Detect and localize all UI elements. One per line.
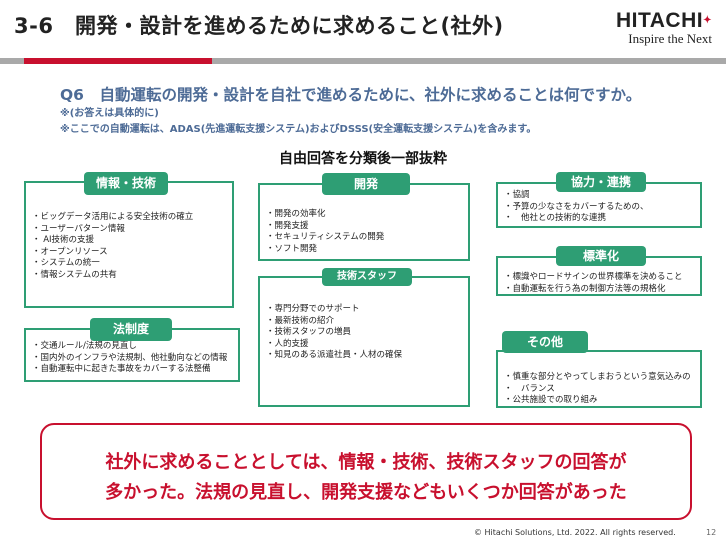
list-item: 情報システムの共有: [32, 270, 193, 282]
list-item: 最新技術の紹介: [266, 316, 402, 328]
other-continuation: バランス: [521, 383, 555, 394]
dev-list: 開発の効率化 開発支援 セキュリティシステムの開発 ソフト開発: [266, 209, 385, 256]
category-tag-coop: 協力・連携: [556, 172, 646, 192]
hitachi-logo: HITACHI✦ Inspire the Next: [616, 10, 712, 46]
summary-box: 社外に求めることとしては、情報・技術、技術スタッフの回答が 多かった。法規の見直…: [40, 423, 692, 520]
list-item: 知見のある派遣社員・人材の確保: [266, 350, 403, 362]
category-box-dev: 開発の効率化 開発支援 セキュリティシステムの開発 ソフト開発: [258, 183, 470, 261]
list-item: 予算の少なさをカバーするための、: [504, 202, 649, 214]
list-item: ユーザーパターン情報: [32, 224, 193, 236]
info-tech-list: ビッグデータ活用による安全技術の確立 ユーザーパターン情報 AI技術の支援 オー…: [32, 212, 194, 282]
summary-line-1: 社外に求めることとしては、情報・技術、技術スタッフの回答が: [105, 452, 627, 473]
logo-tagline: Inspire the Next: [628, 31, 712, 46]
list-item: ビッグデータ活用による安全技術の確立: [32, 212, 194, 224]
list-item: ソフト開発: [266, 244, 384, 256]
page-number: 12: [706, 528, 717, 537]
list-item: ・他社との技術的な連携: [504, 213, 649, 225]
list-item: ・バランス: [504, 384, 691, 396]
list-item: 自動運転中に起きた事故をカバーする法整備: [32, 364, 227, 376]
section-heading: 自由回答を分類後一部抜粋: [279, 151, 447, 167]
logo-dot-icon: ✦: [703, 15, 712, 26]
copyright-text: © Hitachi Solutions, Ltd. 2022. All righ…: [474, 528, 676, 537]
question-text: Q6 自動運転の開発・設計を自社で進めるために、社外に求めることは何ですか。: [60, 86, 642, 104]
list-item: 専門分野でのサポート: [266, 304, 402, 316]
list-item: システムの統一: [32, 258, 193, 270]
standard-list: 標識やロードサインの世界標準を決めること 自動運転を行う為の制御方法等の規格化: [504, 272, 683, 295]
category-box-staff: 専門分野でのサポート 最新技術の紹介 技術スタッフの増員 人的支援 知見のある派…: [258, 276, 470, 407]
header-divider: [0, 58, 726, 64]
list-item: オープンリソース: [32, 247, 193, 259]
logo-main-text: HITACHI✦: [616, 9, 712, 32]
list-item: 国内外のインフラや法規制、他社動向などの情報: [32, 353, 228, 365]
summary-line-2: 多かった。法規の見直し、開発支援などもいくつか回答があった: [105, 482, 627, 503]
list-item: 開発の効率化: [266, 209, 384, 221]
page-title: 3-6 開発・設計を進めるために求めること(社外): [14, 14, 504, 38]
coop-list: 協調 予算の少なさをカバーするための、 ・他社との技術的な連携: [504, 190, 649, 225]
list-item: 交通ルール/法規の見直し: [32, 341, 227, 353]
list-item: 公共施設での取り組み: [504, 395, 691, 407]
list-item: 人的支援: [266, 339, 402, 351]
category-tag-legal: 法制度: [90, 318, 172, 341]
list-item: AI技術の支援: [32, 235, 193, 247]
list-item: 技術スタッフの増員: [266, 327, 402, 339]
category-tag-staff: 技術スタッフ: [322, 268, 412, 286]
list-item: 慎重な部分とやってしまおうという意気込みの: [504, 372, 691, 384]
category-tag-standard: 標準化: [556, 246, 646, 266]
category-tag-info-tech: 情報・技術: [84, 172, 168, 195]
list-item: セキュリティシステムの開発: [266, 232, 385, 244]
header-accent-bar: [24, 58, 212, 64]
list-item: 協調: [504, 190, 649, 202]
other-list: 慎重な部分とやってしまおうという意気込みの ・バランス 公共施設での取り組み: [504, 372, 691, 407]
question-note-2: ※ここでの自動運転は、ADAS(先進運転支援システム)およびDSSS(安全運転支…: [60, 124, 537, 135]
legal-list: 交通ルール/法規の見直し 国内外のインフラや法規制、他社動向などの情報 自動運転…: [32, 341, 228, 376]
staff-list: 専門分野でのサポート 最新技術の紹介 技術スタッフの増員 人的支援 知見のある派…: [266, 304, 403, 362]
category-box-other: 慎重な部分とやってしまおうという意気込みの ・バランス 公共施設での取り組み: [496, 350, 702, 408]
list-item: 自動運転を行う為の制御方法等の規格化: [504, 284, 683, 296]
category-box-info-tech: ビッグデータ活用による安全技術の確立 ユーザーパターン情報 AI技術の支援 オー…: [24, 181, 234, 308]
category-box-legal: 交通ルール/法規の見直し 国内外のインフラや法規制、他社動向などの情報 自動運転…: [24, 328, 240, 382]
list-item: 標識やロードサインの世界標準を決めること: [504, 272, 683, 284]
coop-continuation: 他社との技術的な連携: [521, 213, 606, 223]
list-item: 開発支援: [266, 221, 384, 233]
question-note-1: ※(お答えは具体的に): [60, 108, 159, 119]
category-tag-other: その他: [502, 331, 588, 353]
category-tag-dev: 開発: [322, 173, 410, 195]
